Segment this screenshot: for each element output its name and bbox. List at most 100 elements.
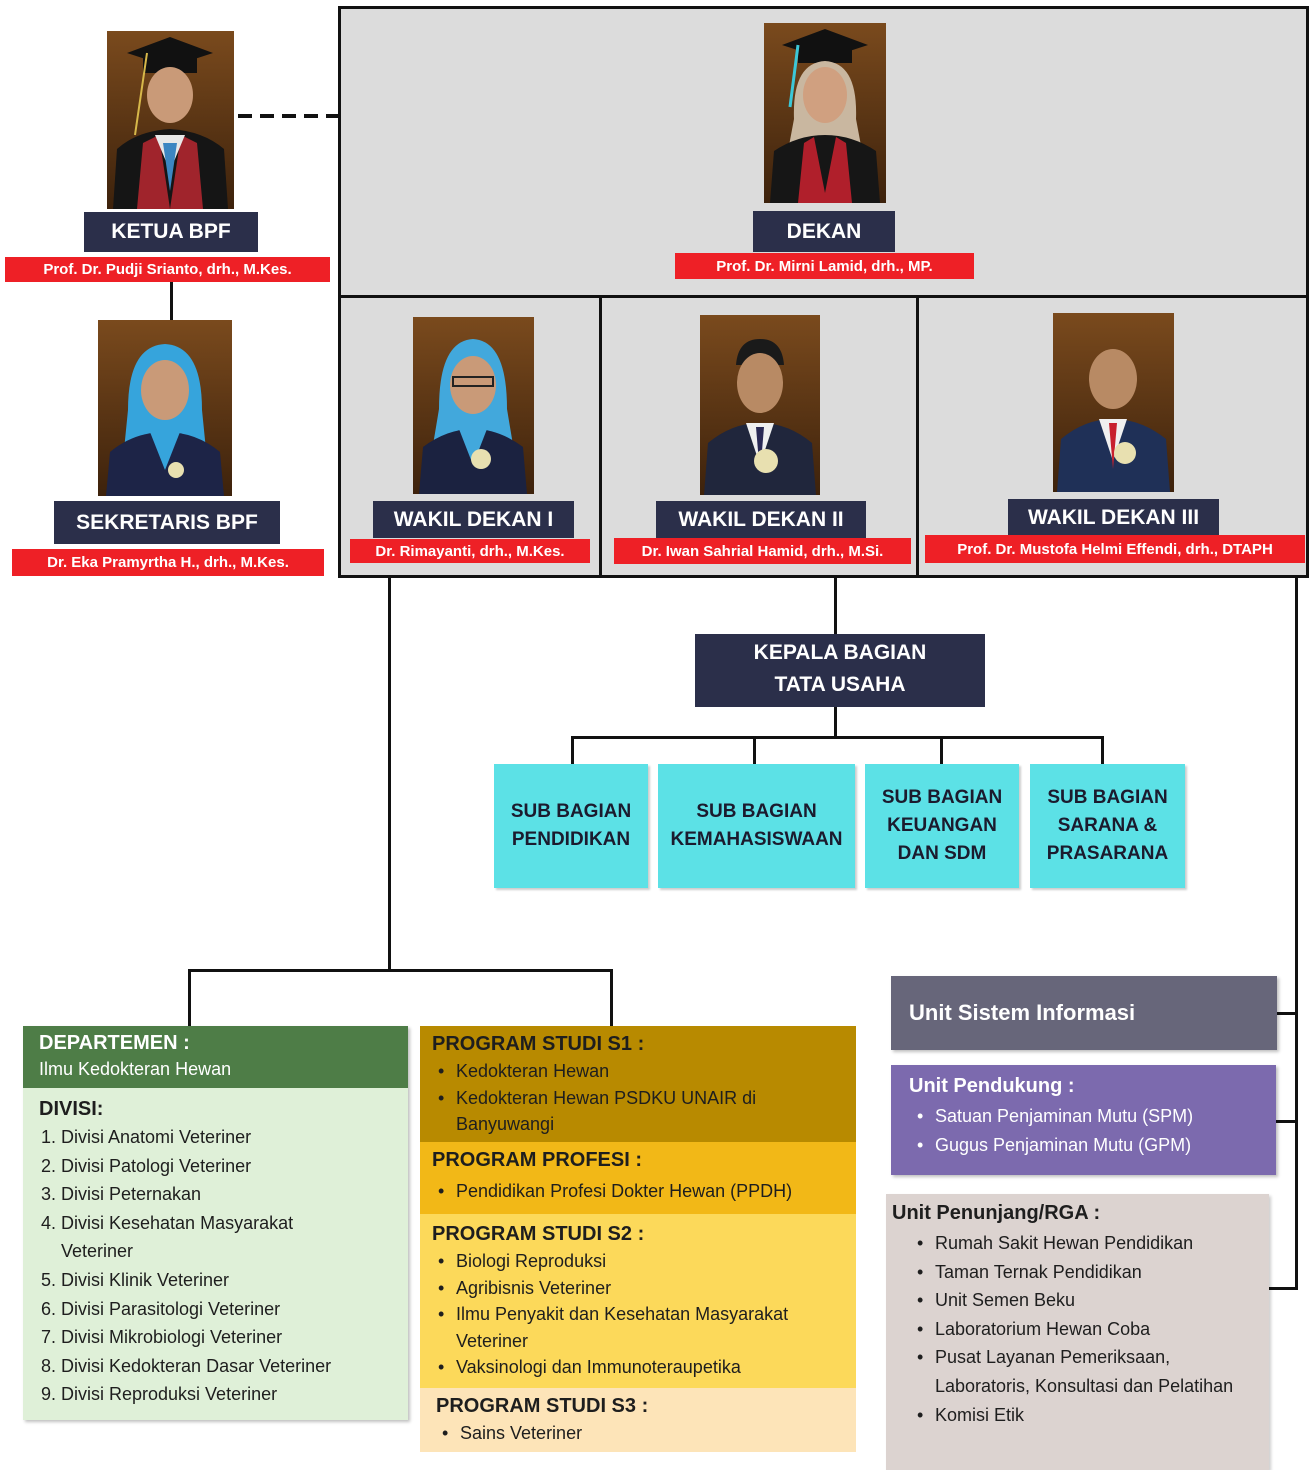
panel-divider-1 [599,295,602,578]
list-number: 5. [41,1269,57,1290]
list-number: 6. [41,1298,57,1319]
sub-bagian-line: PENDIDIKAN [511,829,631,850]
dekan-photo [764,23,886,203]
program-studi-s2: PROGRAM STUDI S2 : Biologi Reproduksi Ag… [420,1214,856,1388]
kepala-bagian-line1: KEPALA BAGIAN [753,641,927,664]
connector-sub-4 [1101,736,1104,764]
list-number: 2. [41,1155,57,1176]
divisi-item: Divisi Klinik Veteriner [61,1269,230,1290]
program-profesi-list: Pendidikan Profesi Dokter Hewan (PPDH) [432,1178,844,1205]
sub-bagian-line: SUB BAGIAN [696,801,817,822]
list-number: 1. [41,1127,57,1147]
connector-sub-1 [571,736,574,764]
connector-wd1-down [388,578,391,971]
connector-kabag-sub [834,704,837,737]
unit-pendukung-title: Unit Pendukung : [909,1075,1075,1097]
ketua-bpf-name: Prof. Dr. Pudji Srianto, drh., M.Kes. [5,257,330,282]
wakil-dekan-3-title: WAKIL DEKAN III [1008,499,1219,536]
divisi-label: DIVISI: [39,1098,104,1120]
departemen-title: DEPARTEMEN : [39,1032,190,1054]
wakil-dekan-1-title: WAKIL DEKAN I [373,501,574,538]
connector-wd3-down [1295,578,1298,1290]
unit-sistem-informasi: Unit Sistem Informasi [891,976,1277,1050]
list-item: Taman Ternak Pendidikan [917,1258,1263,1287]
sekretaris-bpf-title: SEKRETARIS BPF [54,501,280,544]
person-portrait-icon [704,339,816,495]
connector-ketua-sekretaris [170,280,173,320]
unit-penunjang-rga: Unit Penunjang/RGA : Rumah Sakit Hewan P… [886,1194,1269,1470]
list-item: Sains Veteriner [442,1420,844,1447]
list-item: Kedokteran Hewan PSDKU UNAIR di Banyuwan… [438,1085,844,1138]
list-item: Ilmu Penyakit dan Kesehatan Masyarakat V… [438,1301,844,1354]
sub-bagian-sarana-prasarana: SUB BAGIAN SARANA & PRASARANA [1030,764,1185,888]
unit-penunjang-title: Unit Penunjang/RGA : [892,1202,1101,1224]
sub-bagian-line: SUB BAGIAN [881,787,1003,808]
divisi-item: Divisi Parasitologi Veteriner [61,1298,281,1319]
kepala-bagian-tata-usaha: KEPALA BAGIAN TATA USAHA [695,634,985,707]
sub-bagian-line: KEUANGAN [887,815,997,836]
wakil-dekan-3-name: Prof. Dr. Mustofa Helmi Effendi, drh., D… [925,535,1305,563]
ketua-bpf-photo [107,31,234,209]
program-s2-title: PROGRAM STUDI S2 : [432,1223,645,1245]
connector-sub-horizontal [571,736,1104,739]
program-profesi-title: PROGRAM PROFESI : [432,1149,643,1171]
divisi-item: Divisi Peternakan [61,1184,202,1205]
sub-bagian-kemahasiswaan: SUB BAGIAN KEMAHASISWAAN [658,764,855,888]
person-portrait-icon [770,29,880,203]
list-item: 4.Divisi Kesehatan Masyarakat Veteriner [41,1209,408,1266]
connector-to-programs [610,969,613,1026]
dekan-title: DEKAN [753,211,895,252]
connector-wd2-kabag [834,578,837,634]
list-item: Pendidikan Profesi Dokter Hewan (PPDH) [438,1178,844,1205]
sekretaris-bpf-photo [98,320,232,496]
panel-divider-horizontal [338,295,1309,298]
list-number: 8. [41,1355,57,1376]
connector-to-departemen [188,969,191,1026]
connector-usi [1277,1012,1297,1015]
program-s3-list: Sains Veteriner [436,1420,844,1447]
sub-bagian-keuangan-sdm: SUB BAGIAN KEUANGAN DAN SDM [865,764,1019,888]
list-item: Agribisnis Veteriner [438,1275,844,1302]
sub-bagian-line: PRASARANA [1046,843,1169,864]
sub-bagian-line: SUB BAGIAN [510,801,632,822]
wakil-dekan-3-photo [1053,313,1174,492]
divisi-list: 1.Divisi Anatomi Veteriner 2.Divisi Pato… [23,1123,408,1409]
departemen-subtitle: Ilmu Kedokteran Hewan [39,1059,232,1079]
wakil-dekan-1-photo [413,317,534,494]
sekretaris-bpf-name: Dr. Eka Pramyrtha H., drh., M.Kes. [12,549,324,576]
list-item: 8.Divisi Kedokteran Dasar Veteriner [41,1352,408,1381]
list-item: 9.Divisi Reproduksi Veteriner [41,1380,408,1409]
kepala-bagian-line2: TATA USAHA [774,673,906,696]
divisi-item: Divisi Kedokteran Dasar Veteriner [61,1355,332,1376]
program-s3-title: PROGRAM STUDI S3 : [436,1395,649,1417]
unit-penunjang-list: Rumah Sakit Hewan Pendidikan Taman Terna… [892,1229,1263,1429]
dashed-connector-ketua-dekan [238,114,338,118]
list-item: Rumah Sakit Hewan Pendidikan [917,1229,1263,1258]
list-item: Kedokteran Hewan [438,1058,844,1085]
departemen-box: DEPARTEMEN : Ilmu Kedokteran Hewan DIVIS… [23,1026,408,1420]
list-item: Komisi Etik [917,1401,1263,1430]
unit-pendukung-list: Satuan Penjaminan Mutu (SPM) Gugus Penja… [909,1102,1258,1160]
list-item: 1.Divisi Anatomi Veteriner [41,1123,408,1152]
wakil-dekan-2-title: WAKIL DEKAN II [656,501,866,538]
connector-sub-2 [753,736,756,764]
program-s1-list: Kedokteran Hewan Kedokteran Hewan PSDKU … [432,1058,844,1138]
program-studi-s3: PROGRAM STUDI S3 : Sains Veteriner [420,1388,856,1452]
program-profesi: PROGRAM PROFESI : Pendidikan Profesi Dok… [420,1142,856,1214]
list-item: 7.Divisi Mikrobiologi Veteriner [41,1323,408,1352]
unit-pendukung: Unit Pendukung : Satuan Penjaminan Mutu … [891,1065,1276,1175]
person-portrait-icon [113,37,228,209]
connector-upd [1276,1120,1297,1123]
program-studi-s1: PROGRAM STUDI S1 : Kedokteran Hewan Kedo… [420,1026,856,1142]
sub-bagian-line: SUB BAGIAN [1047,787,1168,808]
list-number: 3. [41,1184,57,1205]
connector-bottom-horizontal [188,969,613,972]
wakil-dekan-2-name: Dr. Iwan Sahrial Hamid, drh., M.Si. [614,538,911,564]
divisi-item: Divisi Patologi Veteriner [61,1155,252,1176]
dekan-name: Prof. Dr. Mirni Lamid, drh., MP. [675,253,974,279]
divisi-item: Divisi Kesehatan Masyarakat Veteriner [61,1212,294,1262]
connector-sub-3 [940,736,943,764]
program-s2-list: Biologi Reproduksi Agribisnis Veteriner … [432,1248,844,1381]
program-s1-title: PROGRAM STUDI S1 : [432,1033,645,1055]
unit-sistem-informasi-title: Unit Sistem Informasi [909,1000,1136,1025]
